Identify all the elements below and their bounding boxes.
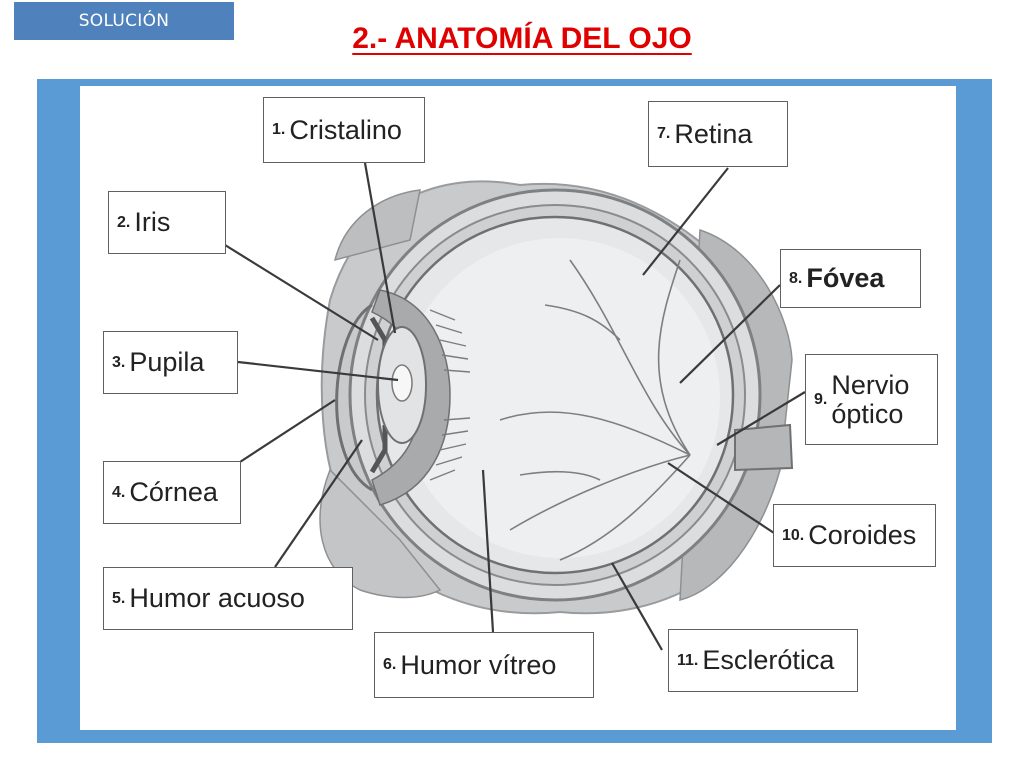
cornea-shape bbox=[335, 303, 373, 492]
pointer-humor-acuoso bbox=[274, 439, 363, 568]
label-iris: 2.Iris bbox=[108, 191, 226, 254]
pointer-pupila bbox=[237, 360, 399, 382]
vitreous-shape bbox=[400, 238, 720, 558]
label-nervio-optico-text: Nervio óptico bbox=[831, 370, 910, 429]
pupil-shape bbox=[391, 364, 413, 402]
pointer-iris bbox=[224, 244, 379, 341]
solution-badge: SOLUCIÓN bbox=[14, 2, 234, 40]
label-humor-acuoso: 5.Humor acuoso bbox=[103, 567, 353, 630]
pointer-cristalino bbox=[363, 162, 397, 334]
label-retina: 7.Retina bbox=[648, 101, 788, 167]
optic-nerve-shape bbox=[734, 423, 794, 472]
label-fovea: 8.Fóvea bbox=[780, 249, 921, 308]
pointer-retina bbox=[642, 167, 729, 276]
page-title: 2.- ANATOMÍA DEL OJO bbox=[352, 22, 692, 55]
label-coroides: 10.Coroides bbox=[773, 504, 936, 567]
pointer-coroides bbox=[667, 462, 775, 534]
pointer-cornea bbox=[239, 399, 336, 463]
label-pupila: 3.Pupila bbox=[103, 331, 238, 394]
retinal-vessels bbox=[499, 259, 691, 561]
pointer-fovea bbox=[679, 284, 781, 384]
label-nervio-optico: 9. Nervio óptico bbox=[805, 354, 938, 445]
pointer-nervio bbox=[716, 391, 806, 446]
label-esclerotica: 11.Esclerótica bbox=[668, 629, 858, 692]
label-cristalino: 1.Cristalino bbox=[263, 97, 425, 163]
pointer-lines bbox=[224, 162, 806, 651]
label-humor-vitreo: 6.Humor vítreo bbox=[374, 632, 594, 698]
label-cornea: 4.Córnea bbox=[103, 461, 241, 524]
pointer-esclerotica bbox=[611, 562, 663, 651]
ciliary-fibres bbox=[429, 309, 471, 481]
pointer-humor-vitreo bbox=[481, 469, 495, 633]
